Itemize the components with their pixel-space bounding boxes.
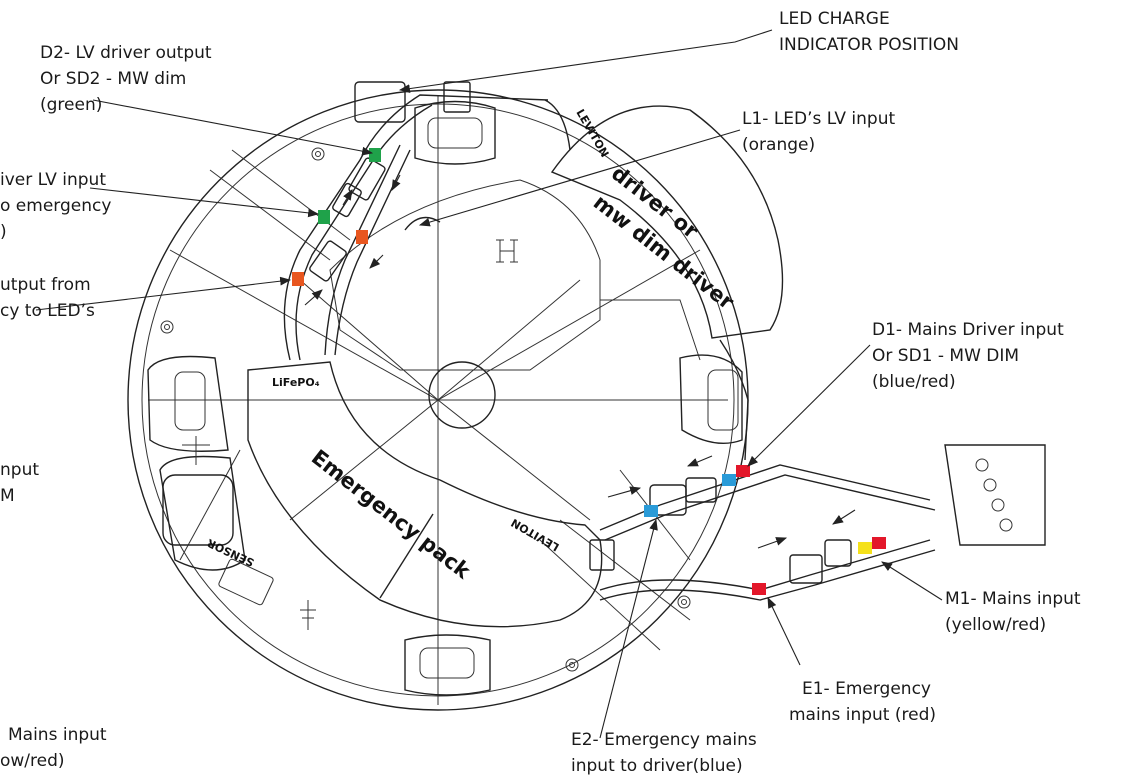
d2-label-2: Or SD2 - MW dim	[40, 69, 186, 89]
lv-input-label-2: o emergency	[0, 196, 111, 216]
output-label-1: utput from	[0, 275, 91, 295]
inner-plate	[329, 179, 601, 371]
sensor-window	[162, 474, 234, 546]
lv-input-label-1: iver LV input	[0, 170, 106, 190]
leader-lines	[35, 29, 943, 739]
center-hub	[428, 361, 496, 429]
flow-arrows	[304, 174, 856, 549]
band-green-d2	[369, 148, 381, 162]
e1-label-1: E1- Emergency	[802, 679, 931, 699]
output-label-2: cy to LED’s	[0, 301, 95, 321]
l1-label-2: (orange)	[742, 135, 815, 155]
band-orange-out	[292, 272, 304, 286]
band-red-m1	[872, 537, 886, 549]
left-input-label-1: nput	[0, 460, 39, 480]
mains-left-label-1: Mains input	[8, 725, 107, 745]
d1-label-3: (blue/red)	[872, 372, 956, 392]
left-input-label-2: M	[0, 486, 15, 506]
wire-colour-bands	[292, 148, 886, 595]
leviton-logo-driver: LEVITON	[573, 107, 611, 160]
d1-label-2: Or SD1 - MW DIM	[872, 346, 1019, 366]
h-mark	[496, 239, 518, 263]
emergency-pack: LiFePO₄ Emergency pack LEVITON	[247, 361, 603, 628]
led-charge-label-1: LED CHARGE	[779, 9, 890, 29]
sensor-module: SENSOR	[159, 436, 316, 630]
battery-label: LiFePO₄	[272, 376, 320, 389]
d2-label-1: D2- LV driver output	[40, 43, 212, 63]
led-charge-label-2: INDICATOR POSITION	[779, 35, 959, 55]
housing-ribs	[148, 95, 728, 705]
band-red-d1	[736, 465, 750, 477]
e2-label-2: input to driver(blue)	[571, 756, 743, 776]
band-blue-e2	[644, 505, 658, 517]
d1-label-1: D1- Mains Driver input	[872, 320, 1064, 340]
mounting-clips	[147, 100, 743, 696]
d2-label-3: (green)	[40, 95, 102, 115]
band-red-e1	[752, 583, 766, 595]
band-yellow-m1	[858, 542, 872, 554]
mains-left-label-2: ow/red)	[0, 751, 65, 771]
lv-input-label-3: )	[0, 222, 7, 242]
band-blue-d1	[722, 474, 736, 486]
l1-label-1: L1- LED’s LV input	[742, 109, 895, 129]
screw-holes	[160, 147, 691, 672]
band-green-lv-in	[318, 210, 330, 224]
e1-label-2: mains input (red)	[789, 705, 936, 725]
callout-labels: LED CHARGE INDICATOR POSITION D2- LV dri…	[0, 9, 1081, 776]
connectors	[309, 81, 852, 584]
mains-terminal-block	[944, 444, 1046, 546]
emergency-pack-label: Emergency pack	[307, 445, 476, 584]
cables	[283, 94, 936, 601]
leviton-logo-emergency: LEVITON	[509, 516, 562, 554]
led-indicator-housing	[354, 81, 406, 123]
e2-label-1: E2- Emergency mains	[571, 730, 757, 750]
m1-label-1: M1- Mains input	[945, 589, 1081, 609]
m1-label-2: (yellow/red)	[945, 615, 1046, 635]
band-orange-l1	[356, 230, 368, 244]
